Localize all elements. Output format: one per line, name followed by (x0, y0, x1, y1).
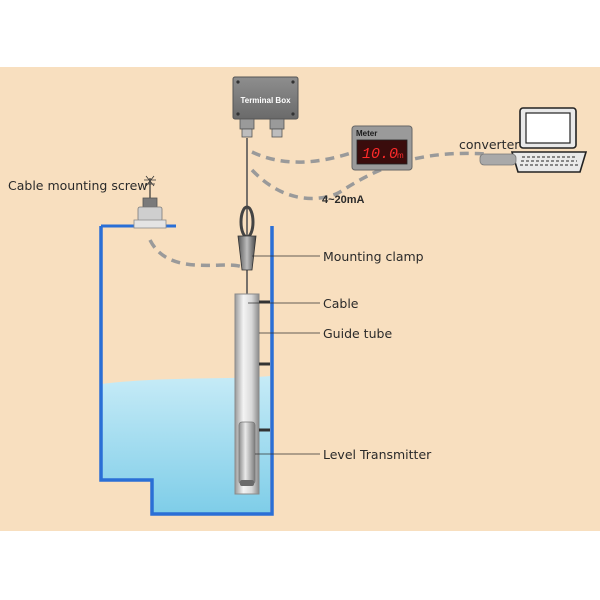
meter-reading: 10.0 (362, 146, 398, 163)
level-transmitter-probe (238, 421, 256, 485)
dashed-cable-screw (148, 239, 246, 270)
callout-level-transmitter: Level Transmitter (323, 447, 432, 462)
converter-computer-icon (510, 107, 588, 173)
meter: Meter 10.0 m (351, 125, 413, 171)
callout-mounting-clamp: Mounting clamp (323, 249, 424, 264)
meter-label: Meter (356, 129, 377, 138)
converter-box (479, 153, 517, 166)
terminal-box: Terminal Box (232, 76, 299, 138)
signal-label: 4~20mA (322, 194, 365, 206)
callout-guide-tube: Guide tube (323, 326, 392, 341)
level-transmitter-tip (240, 480, 254, 486)
callout-cable-mounting-screw: Cable mounting screw (8, 178, 148, 193)
callout-converter: converter (459, 137, 520, 152)
dashed-cable-to-meter (251, 150, 355, 164)
meter-unit: m (397, 151, 404, 160)
dashed-cable-4-20ma (250, 151, 487, 201)
mounting-clamp-body (237, 235, 257, 271)
tank-outline (99, 226, 274, 516)
cable-mounting-screw (133, 175, 167, 229)
terminal-box-label: Terminal Box (240, 96, 291, 105)
callout-cable: Cable (323, 296, 359, 311)
